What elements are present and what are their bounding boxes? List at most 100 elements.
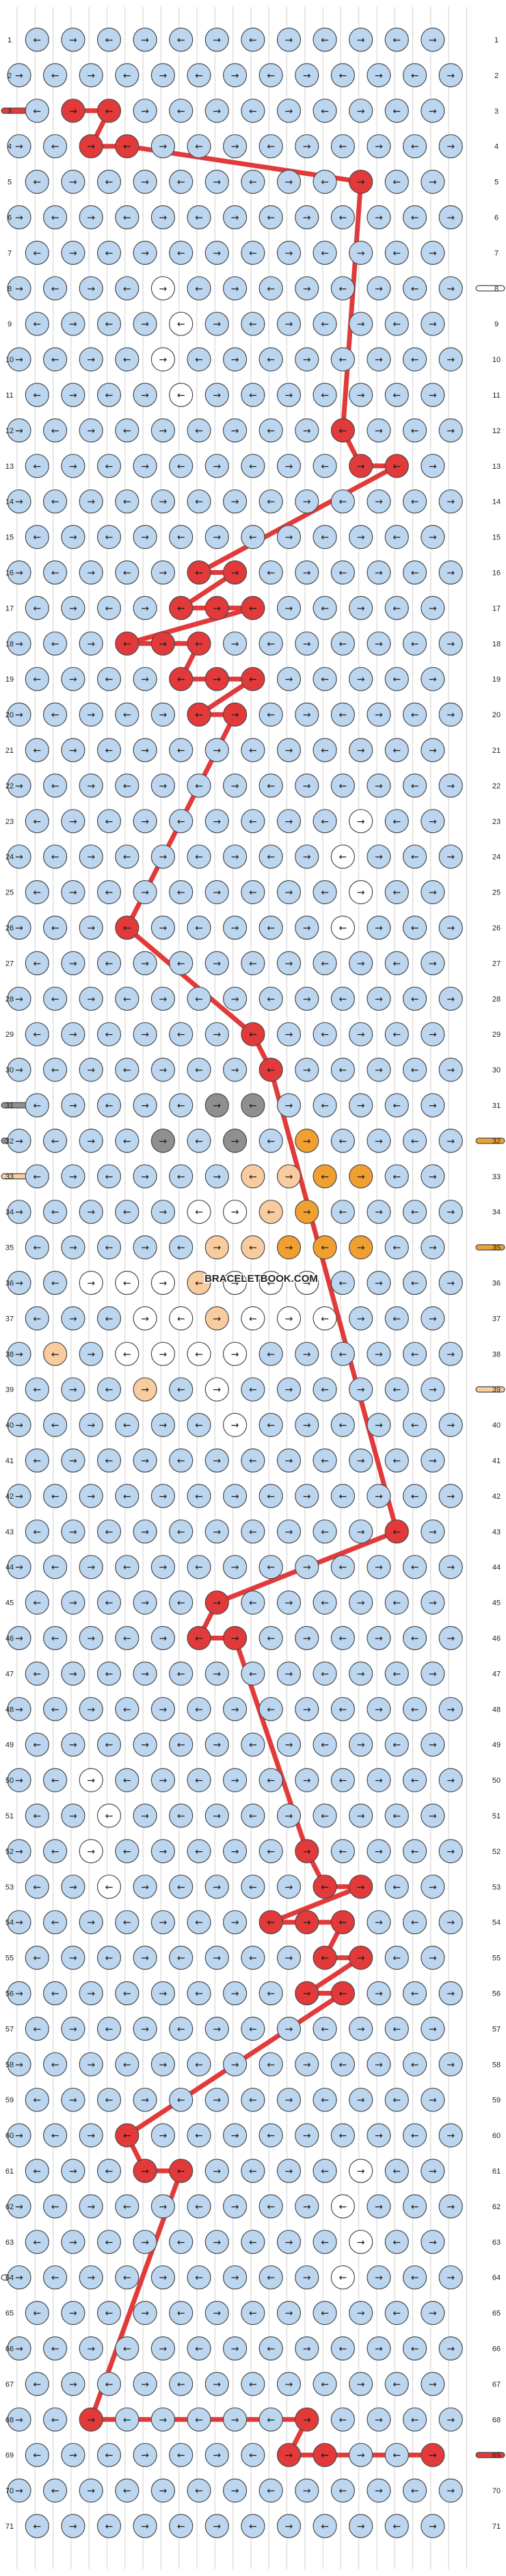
arrow-right-icon: → xyxy=(15,2059,23,2070)
knot: → xyxy=(204,1448,229,1473)
knot: → xyxy=(79,631,103,656)
arrow-left-icon: ← xyxy=(177,816,185,827)
arrow-right-icon: → xyxy=(357,1598,365,1609)
arrow-right-icon: → xyxy=(69,319,77,330)
arrow-left-icon: ← xyxy=(249,1882,257,1893)
knot: → xyxy=(150,915,175,940)
knot: ← xyxy=(402,1413,427,1437)
arrow-right-icon: → xyxy=(447,355,455,365)
arrow-right-icon: → xyxy=(285,35,293,46)
arrow-left-icon: ← xyxy=(339,710,347,721)
knot: ← xyxy=(96,383,122,407)
arrow-left-icon: ← xyxy=(177,888,185,899)
row-label-left: 2 xyxy=(8,72,12,80)
knot: ← xyxy=(312,1235,337,1260)
arrow-right-icon: → xyxy=(231,1207,239,1218)
knot: ← xyxy=(25,2443,49,2467)
arrow-right-icon: → xyxy=(429,1882,437,1893)
knot: → xyxy=(150,489,175,514)
knot: ← xyxy=(25,1875,49,1899)
arrow-left-icon: ← xyxy=(105,319,114,330)
knot: → xyxy=(79,1057,103,1082)
arrow-right-icon: → xyxy=(357,2095,365,2106)
arrow-right-icon: → xyxy=(87,355,95,365)
knot: ← xyxy=(384,1022,409,1046)
arrow-right-icon: → xyxy=(285,1172,293,1183)
knot: ← xyxy=(169,1164,194,1189)
arrow-left-icon: ← xyxy=(105,35,114,46)
arrow-left-icon: ← xyxy=(321,177,329,188)
arrow-left-icon: ← xyxy=(105,1882,114,1893)
knot: ← xyxy=(241,595,265,621)
knot: ← xyxy=(42,560,68,585)
knot: ← xyxy=(42,2478,68,2503)
knot: ← xyxy=(115,1839,139,1864)
arrow-right-icon: → xyxy=(447,1634,455,1645)
knot: → xyxy=(7,845,31,869)
knot: → xyxy=(61,595,85,621)
arrow-right-icon: → xyxy=(429,2024,437,2035)
arrow-right-icon: → xyxy=(357,674,365,685)
knot: → xyxy=(61,1590,85,1615)
row-label-right: 47 xyxy=(492,1670,501,1678)
knot: ← xyxy=(330,2052,355,2076)
knot: ← xyxy=(187,773,211,798)
knot: ← xyxy=(25,1306,49,1331)
arrow-right-icon: → xyxy=(141,532,149,543)
arrow-right-icon: → xyxy=(231,2414,239,2425)
arrow-left-icon: ← xyxy=(321,2521,329,2532)
arrow-left-icon: ← xyxy=(249,106,257,117)
arrow-left-icon: ← xyxy=(339,283,347,294)
arrow-left-icon: ← xyxy=(123,1562,131,1573)
knot: ← xyxy=(312,2301,337,2326)
arrow-left-icon: ← xyxy=(249,35,257,46)
knot: → xyxy=(61,1235,85,1260)
knot: → xyxy=(61,2087,85,2112)
arrow-left-icon: ← xyxy=(392,2379,401,2390)
row-label-right: 33 xyxy=(492,1173,501,1181)
knot: ← xyxy=(25,99,49,123)
knot: → xyxy=(204,1946,229,1970)
knot: → xyxy=(79,845,103,869)
arrow-left-icon: ← xyxy=(411,213,419,224)
knot: → xyxy=(223,2336,248,2361)
arrow-right-icon: → xyxy=(285,888,293,899)
arrow-right-icon: → xyxy=(87,1349,95,1360)
arrow-left-icon: ← xyxy=(249,603,257,614)
arrow-right-icon: → xyxy=(213,2450,221,2461)
arrow-left-icon: ← xyxy=(321,461,329,472)
knot: ← xyxy=(241,1022,265,1046)
knot: ← xyxy=(258,986,283,1011)
knot: → xyxy=(367,489,391,514)
knot: ← xyxy=(42,1200,68,1224)
knot: → xyxy=(223,1981,248,2006)
knot: ← xyxy=(330,1057,355,1082)
knot: ← xyxy=(258,2478,283,2503)
arrow-left-icon: ← xyxy=(51,852,59,863)
knot: → xyxy=(204,1875,229,1899)
arrow-left-icon: ← xyxy=(411,2273,419,2284)
arrow-left-icon: ← xyxy=(51,1918,59,1929)
row-label-right: 1 xyxy=(494,36,498,44)
knot: ← xyxy=(115,2052,139,2076)
knot: ← xyxy=(42,2194,68,2219)
knot: → xyxy=(349,2016,373,2041)
knot: ← xyxy=(241,1377,265,1402)
arrow-right-icon: → xyxy=(285,2024,293,2035)
arrow-right-icon: → xyxy=(231,639,239,649)
knot: ← xyxy=(330,1625,355,1651)
knot: → xyxy=(276,1306,302,1331)
red-path-segment xyxy=(268,1067,399,1534)
arrow-right-icon: → xyxy=(141,1456,149,1467)
arrow-right-icon: → xyxy=(357,1811,365,1822)
knot: → xyxy=(61,1306,85,1331)
arrow-right-icon: → xyxy=(231,1989,239,2000)
arrow-left-icon: ← xyxy=(321,1172,329,1183)
arrow-right-icon: → xyxy=(213,1811,221,1822)
arrow-right-icon: → xyxy=(69,2308,77,2319)
knot: ← xyxy=(402,2407,427,2432)
knot: ← xyxy=(25,2159,49,2183)
arrow-right-icon: → xyxy=(15,355,23,365)
arrow-left-icon: ← xyxy=(123,1065,131,1076)
arrow-left-icon: ← xyxy=(105,958,114,969)
